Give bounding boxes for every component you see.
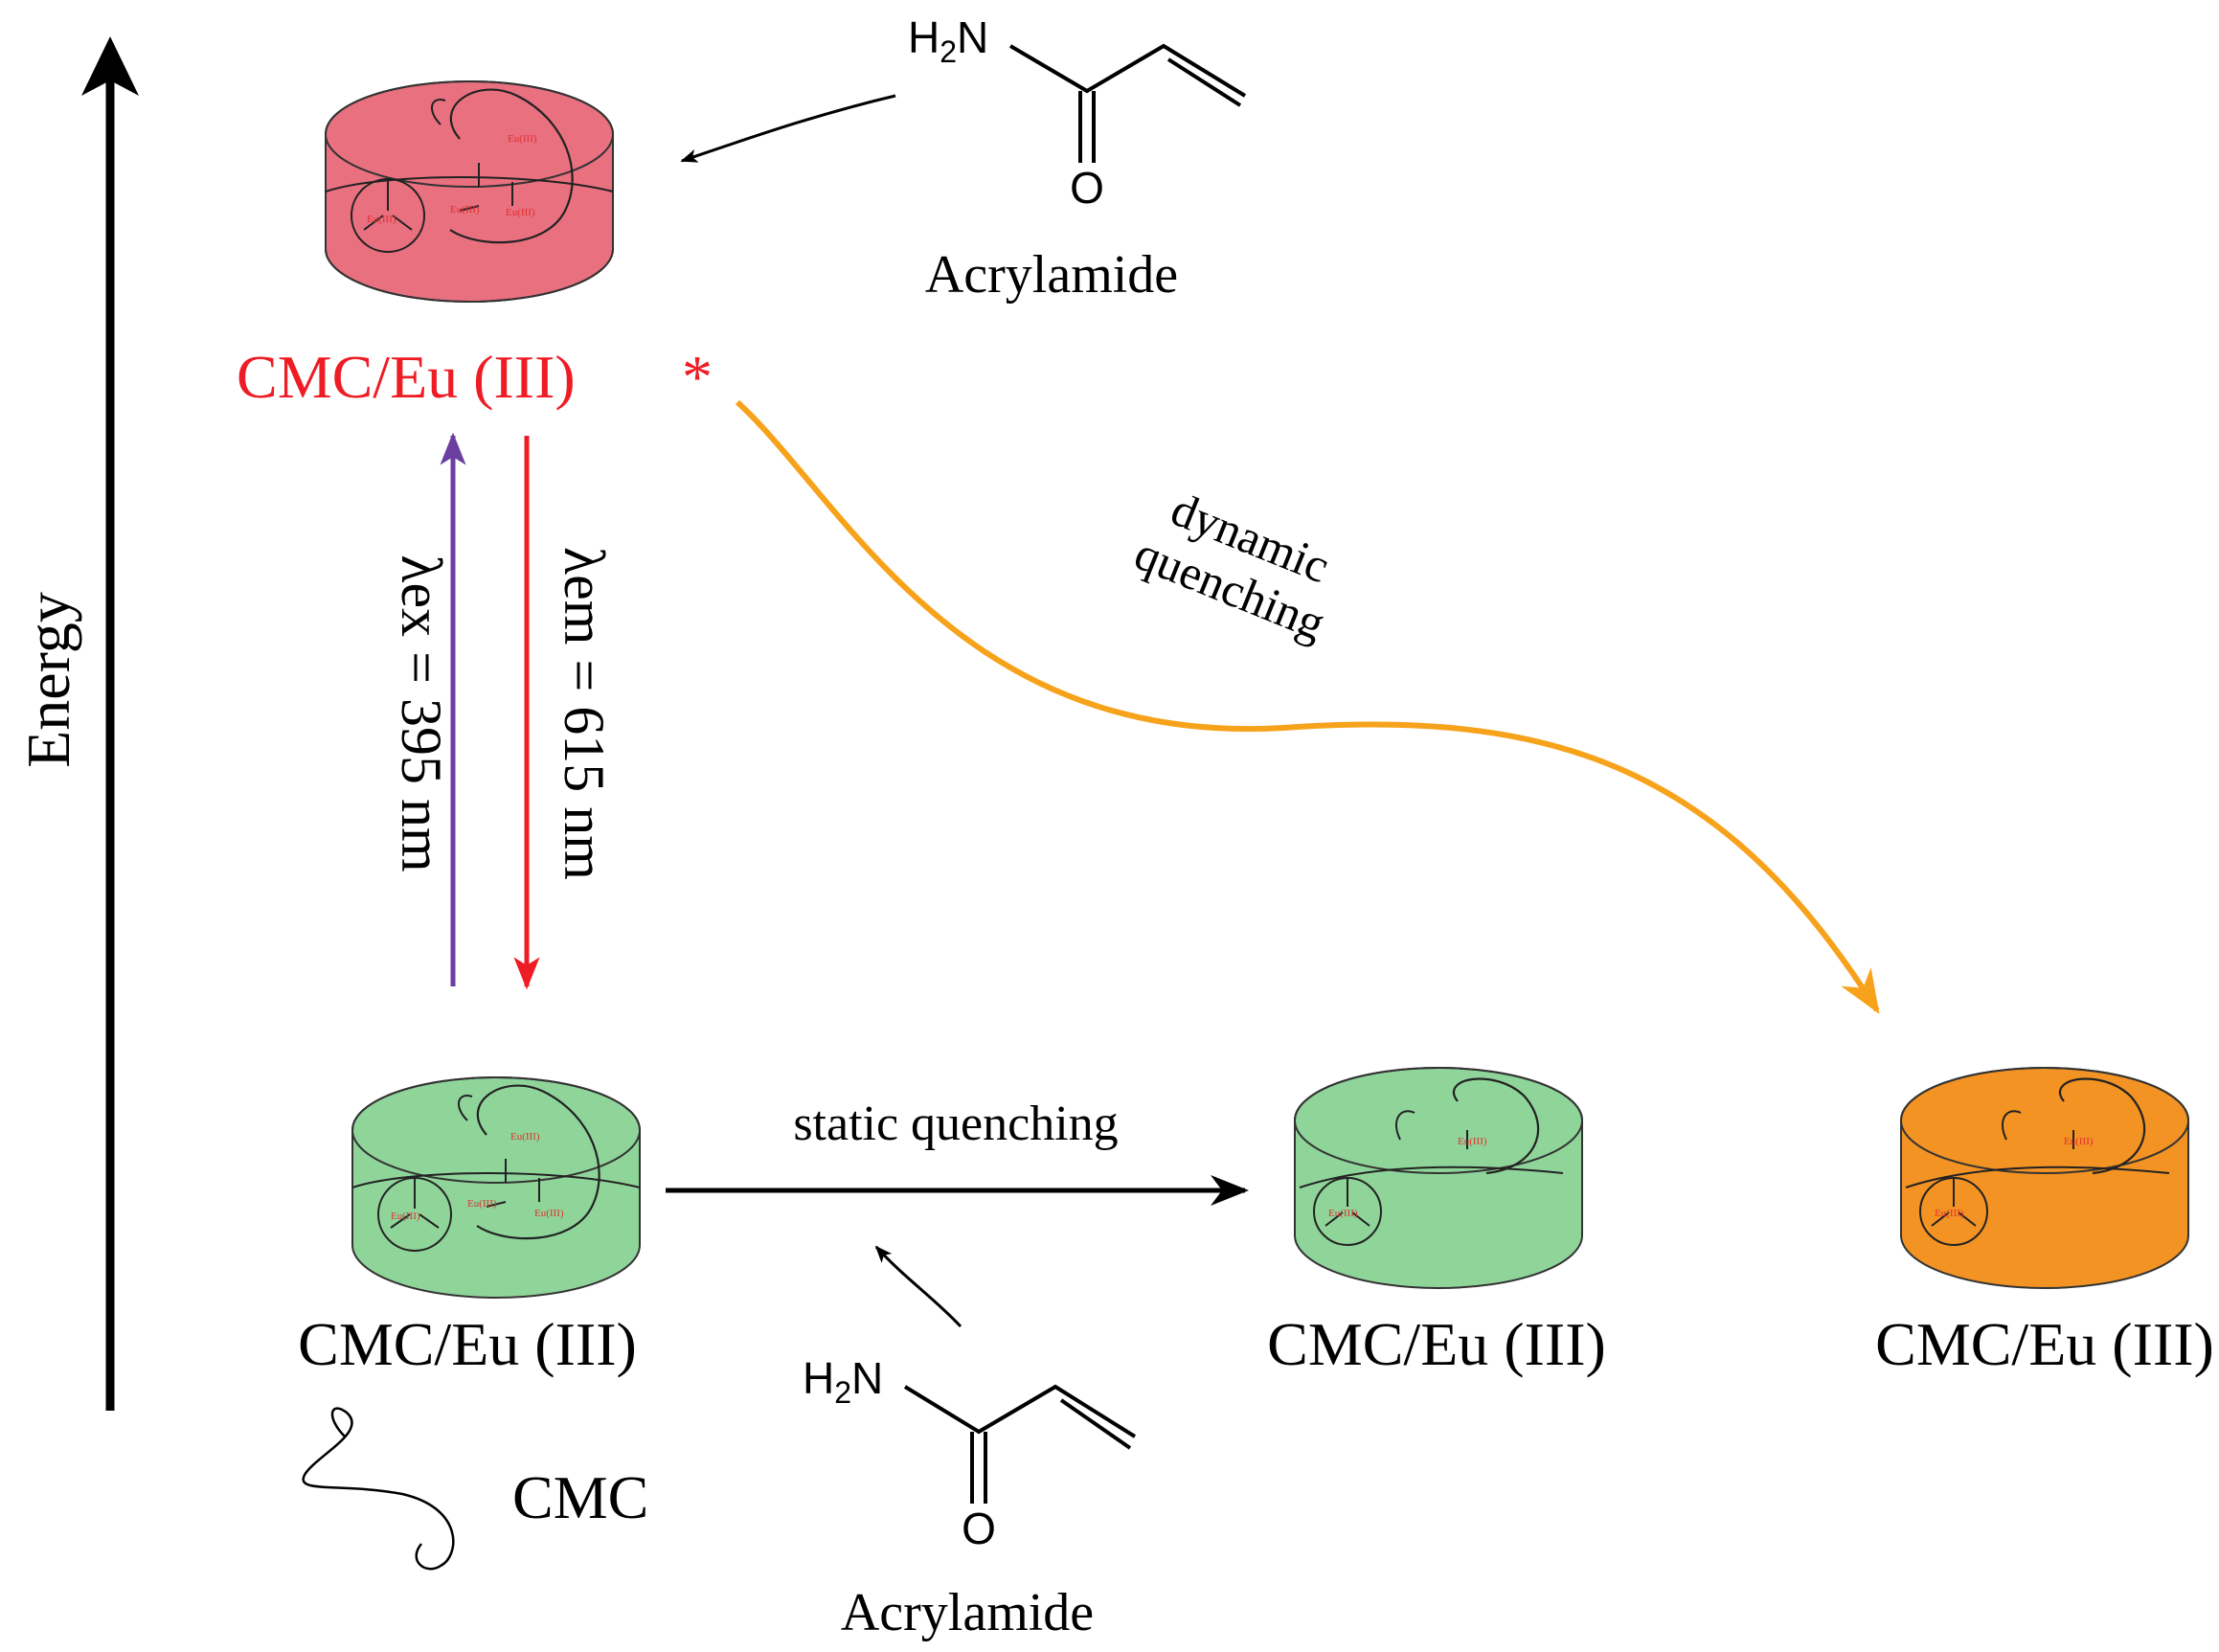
cylinder-rim (325, 80, 614, 188)
polymer-chain (2059, 1077, 2146, 1175)
polymer-chain (458, 1095, 473, 1121)
eu-ion-label: Eu(III) (534, 1208, 564, 1219)
emission-arrow: λem = 615 nm (513, 436, 616, 990)
eu-ion-label: Eu(III) (367, 214, 396, 225)
eu-ion-label: Eu(III) (510, 1131, 540, 1143)
legend-label: CMC (512, 1463, 648, 1531)
crosslinks (390, 1159, 540, 1229)
cylinder-rim (351, 1076, 641, 1184)
polymer-chain (2002, 1110, 2022, 1141)
eu-ion-label: Eu(III) (450, 204, 480, 215)
energy-axis-arrowhead (81, 36, 139, 96)
polymer-chain (1905, 1165, 2170, 1188)
dynamic-product-label: CMC/Eu (III) (1875, 1310, 2214, 1378)
acrylamide-name: Acrylamide (841, 1583, 1094, 1642)
excited-state-text: CMC/Eu (III) (237, 343, 576, 411)
cylinder-body (325, 80, 614, 303)
crosslinks (1325, 1130, 1468, 1227)
eu-ion-label: Eu(III) (1458, 1136, 1487, 1147)
polymer-chain (1395, 1110, 1415, 1141)
approach-arrow (874, 1245, 962, 1328)
eu-ion-label: Eu(III) (1935, 1208, 1964, 1219)
acrylamide-name: Acrylamide (925, 245, 1178, 305)
crosslinks (363, 163, 513, 231)
cylinder-rim (1900, 1067, 2189, 1174)
acrylamide-double-bond (1166, 57, 1242, 107)
energy-axis-label: Energy (14, 592, 82, 768)
cylinder-rim (1294, 1067, 1583, 1174)
cylinder-base (325, 248, 614, 303)
acrylamide-skeleton (1008, 43, 1247, 98)
eu-ion-label: Eu(III) (506, 207, 535, 218)
legend: CMC (302, 1407, 648, 1571)
crosslinks (1931, 1130, 2074, 1227)
static-product-cylinder: Eu(III) Eu(III) (1294, 1067, 1583, 1289)
eu-ion-label: Eu(III) (508, 133, 537, 145)
polymer-chain (476, 1084, 600, 1240)
acrylamide-top: H2N O Acrylamide (680, 12, 1247, 305)
cmc-legend-icon (302, 1407, 455, 1571)
static-quenching-arrow: static quenching (666, 1097, 1249, 1206)
eu-ion-label: Eu(III) (1328, 1208, 1358, 1219)
acrylamide-double-bond (1059, 1398, 1132, 1450)
polymer-chain (431, 99, 446, 125)
acrylamide-skeleton (903, 1384, 1137, 1438)
static-quenching-label: static quenching (793, 1097, 1118, 1151)
excitation-label: λex = 395 nm (390, 554, 453, 871)
amine-group-label: H2N (803, 1353, 883, 1410)
carbonyl-double-bond (1078, 91, 1096, 163)
eu-ion-label: Eu(III) (2064, 1136, 2094, 1147)
ground-cylinder: Eu(III) Eu(III) Eu(III) Eu(III) (351, 1076, 641, 1299)
oxygen-label: O (962, 1504, 996, 1553)
oxygen-label: O (1070, 163, 1104, 213)
amine-group-label: H2N (908, 12, 988, 69)
polymer-chain (1299, 1165, 1564, 1188)
polymer-chain (449, 88, 574, 244)
dynamic-quenching-arrow: dynamic quenching (735, 399, 1880, 1014)
polymer-chain (325, 176, 614, 192)
excited-state-label: CMC/Eu (III) * (237, 343, 713, 411)
polymer-chain (1453, 1077, 1540, 1175)
ground-state-label: CMC/Eu (III) (298, 1310, 637, 1378)
eu-ion-label: Eu(III) (467, 1198, 497, 1210)
excited-state-star: * (682, 343, 713, 411)
emission-label: λem = 615 nm (553, 547, 616, 880)
carbonyl-double-bond (970, 1432, 987, 1504)
static-product-label: CMC/Eu (III) (1267, 1310, 1606, 1378)
eu-ion-label: Eu(III) (391, 1211, 420, 1222)
excited-cylinder: Eu(III) Eu(III) Eu(III) Eu(III) (325, 80, 614, 303)
dynamic-product-cylinder: Eu(III) Eu(III) (1900, 1067, 2189, 1289)
acrylamide-bottom: H2N O Acrylamide (803, 1245, 1137, 1642)
polymer-chain (351, 1172, 641, 1188)
dynamic-quenching-curve (735, 399, 1880, 1014)
approach-arrow (680, 94, 896, 163)
excitation-arrow: λex = 395 nm (390, 432, 466, 986)
energy-axis: Energy (14, 36, 139, 1411)
cylinder-body (351, 1076, 641, 1299)
